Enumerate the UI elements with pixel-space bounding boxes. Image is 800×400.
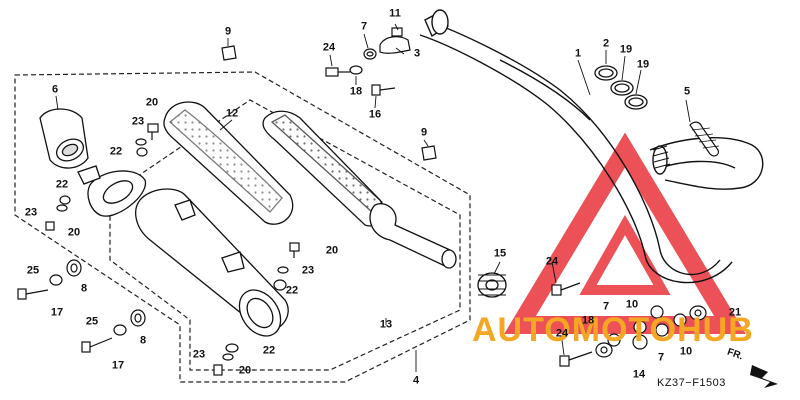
perforated-core bbox=[262, 110, 457, 269]
callout-20-a: 20 bbox=[145, 96, 159, 109]
callout-23-d: 23 bbox=[192, 348, 206, 361]
end-cap-6 bbox=[39, 108, 89, 169]
callout-20-b: 20 bbox=[67, 226, 81, 239]
callout-10-b: 10 bbox=[679, 345, 693, 358]
callout-10-a: 10 bbox=[625, 298, 639, 311]
callout-17-b: 17 bbox=[111, 359, 125, 372]
callout-15: 15 bbox=[493, 247, 507, 260]
watermark-text: AUTOMOTOHUB bbox=[472, 313, 754, 347]
callout-9-top: 9 bbox=[224, 25, 232, 38]
callout-11: 11 bbox=[389, 7, 401, 20]
callout-7-b: 7 bbox=[602, 300, 610, 313]
hardware bbox=[17, 27, 707, 376]
watermark-hub: HUB bbox=[677, 311, 754, 349]
callout-25-a: 25 bbox=[26, 264, 40, 277]
callout-25-b: 25 bbox=[85, 315, 99, 328]
callout-20-c: 20 bbox=[325, 244, 339, 257]
cap-gasket bbox=[77, 165, 146, 217]
callout-22-d: 22 bbox=[262, 344, 276, 357]
inner-pipe-12 bbox=[163, 101, 294, 225]
exhaust-pipe-1 bbox=[419, 9, 764, 284]
callout-20-d: 20 bbox=[238, 364, 252, 377]
callout-4: 4 bbox=[412, 374, 420, 387]
callout-8-b: 8 bbox=[139, 334, 147, 347]
callout-13: 13 bbox=[379, 318, 393, 331]
callout-24-right: 24 bbox=[545, 255, 559, 268]
assembly-outline-4 bbox=[14, 71, 471, 383]
callout-24-bottom: 24 bbox=[555, 327, 569, 340]
watermark-inner-triangle bbox=[579, 214, 671, 295]
watermark-moto: MOTO bbox=[571, 311, 678, 349]
callout-8-a: 8 bbox=[80, 282, 88, 295]
drawing-code: KZ37−F1503 bbox=[657, 377, 726, 389]
callout-2: 2 bbox=[602, 37, 610, 50]
front-direction-arrow bbox=[750, 365, 778, 388]
callout-23-b: 23 bbox=[24, 206, 38, 219]
gaskets-2-19 bbox=[594, 65, 648, 110]
callout-14: 14 bbox=[632, 368, 646, 381]
callout-12: 12 bbox=[225, 107, 239, 120]
callout-19-a: 19 bbox=[619, 43, 633, 56]
callout-6: 6 bbox=[51, 83, 59, 96]
callout-7-top: 7 bbox=[360, 20, 368, 33]
callout-22-c: 22 bbox=[285, 284, 299, 297]
watermark-triangle bbox=[504, 132, 746, 334]
callout-16: 16 bbox=[368, 108, 382, 121]
callout-5: 5 bbox=[683, 85, 691, 98]
callout-17-a: 17 bbox=[50, 306, 64, 319]
callout-3: 3 bbox=[413, 47, 421, 60]
callout-23-c: 23 bbox=[301, 264, 315, 277]
spring-5 bbox=[689, 121, 720, 157]
callout-18-top: 18 bbox=[349, 85, 363, 98]
leader-lines bbox=[55, 23, 691, 372]
callout-7-c: 7 bbox=[657, 351, 665, 364]
callout-21: 21 bbox=[728, 306, 742, 319]
watermark-auto: AUTO bbox=[472, 311, 572, 349]
callout-19-b: 19 bbox=[636, 58, 650, 71]
callout-9-right: 9 bbox=[420, 126, 428, 139]
callout-22-b: 22 bbox=[55, 178, 69, 191]
rubber-mount-15 bbox=[477, 272, 507, 298]
silencer-shell bbox=[135, 188, 289, 337]
callout-1: 1 bbox=[574, 47, 582, 60]
callout-22-a: 22 bbox=[109, 145, 123, 158]
callout-18-b: 18 bbox=[581, 314, 595, 327]
callout-24-top: 24 bbox=[322, 41, 336, 54]
callout-23-a: 23 bbox=[131, 115, 145, 128]
